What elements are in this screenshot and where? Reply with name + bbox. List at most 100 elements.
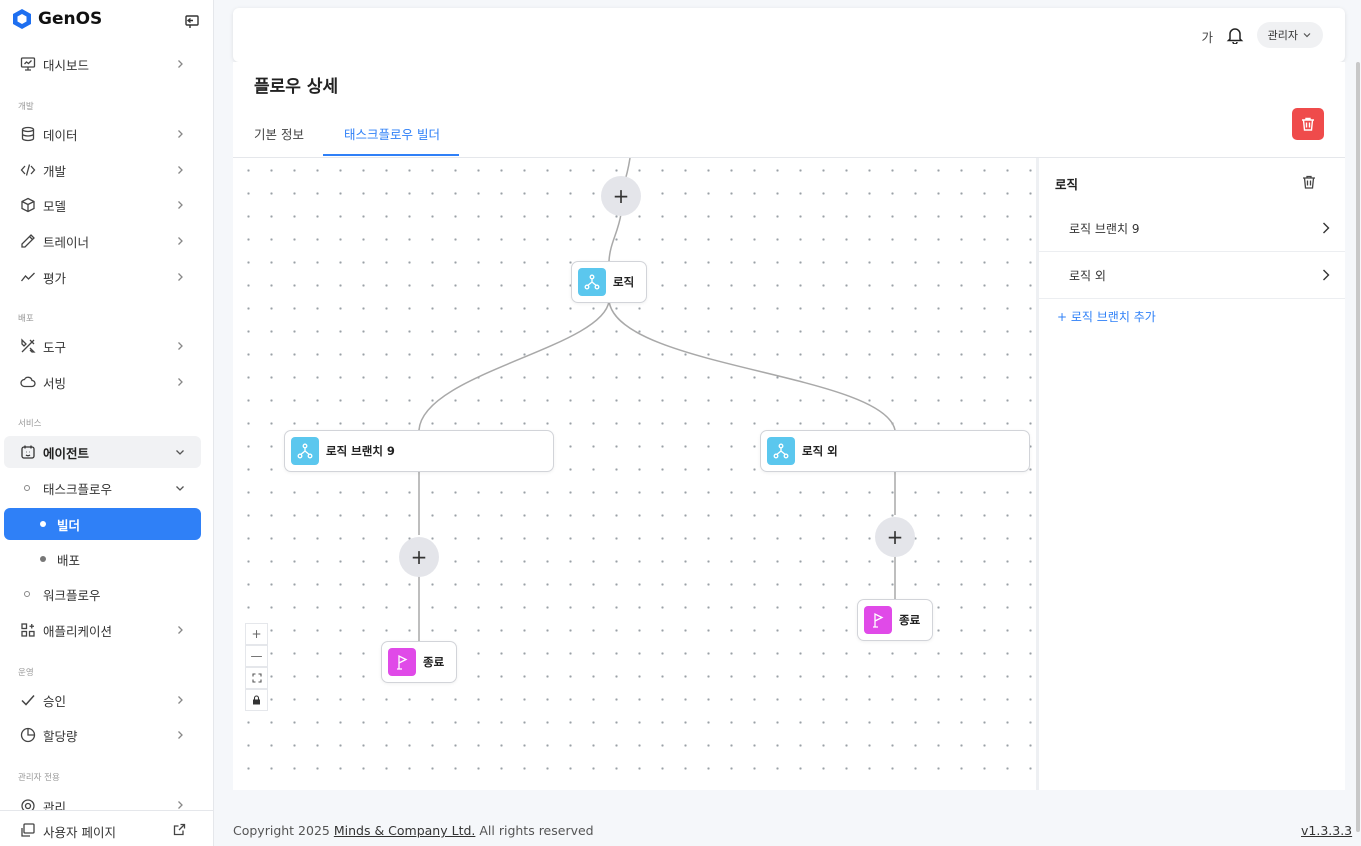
flow-node-branch-else[interactable]: 로직 외 bbox=[760, 430, 1030, 472]
genos-logo-icon bbox=[13, 9, 31, 29]
sidebar-item-develop[interactable]: 개발 bbox=[4, 154, 201, 186]
trash-icon bbox=[1302, 117, 1314, 131]
sidebar-item-model[interactable]: 모델 bbox=[4, 189, 201, 221]
pencil-icon bbox=[21, 234, 35, 248]
page-scrollbar[interactable] bbox=[1356, 62, 1360, 832]
apps-add-icon bbox=[21, 623, 35, 637]
branch-icon bbox=[291, 437, 319, 465]
sidebar-item-label: 대시보드 bbox=[43, 57, 90, 73]
edge-add-to-logic bbox=[608, 213, 622, 262]
user-page-link[interactable]: 사용자 페이지 bbox=[0, 810, 213, 846]
trash-icon[interactable] bbox=[1301, 174, 1317, 190]
lock-button[interactable] bbox=[245, 689, 268, 711]
user-menu-button[interactable]: 관리자 bbox=[1256, 22, 1323, 48]
sidebar-item-serving[interactable]: 서빙 bbox=[4, 366, 201, 398]
sidebar-item-label: 할당량 bbox=[43, 728, 78, 744]
sidebar: GenOS 대시보드 개발 데이터 개발 모델 트레이너 평가 배포 도구 bbox=[0, 0, 214, 846]
fit-view-icon bbox=[251, 673, 262, 683]
chevron-right-icon bbox=[178, 130, 183, 138]
flag-icon bbox=[864, 606, 892, 634]
copyright-prefix: Copyright 2025 bbox=[233, 823, 334, 838]
sidebar-item-label: 워크플로우 bbox=[43, 587, 101, 603]
sidebar-item-dashboard[interactable]: 대시보드 bbox=[4, 48, 201, 80]
chevron-down-icon bbox=[176, 450, 184, 455]
database-icon bbox=[21, 126, 35, 142]
sidebar-item-data[interactable]: 데이터 bbox=[4, 118, 201, 150]
external-link-icon bbox=[173, 823, 186, 836]
user-page-label: 사용자 페이지 bbox=[43, 825, 116, 840]
flow-canvas[interactable]: + + + 로직 로직 브랜치 9 로직 외 종료 bbox=[233, 158, 1036, 790]
monitor-icon bbox=[20, 57, 36, 71]
chevron-right-icon bbox=[178, 166, 183, 174]
chevron-right-icon bbox=[178, 378, 183, 386]
sidebar-item-agent[interactable]: 에이전트 bbox=[4, 436, 201, 468]
sidebar-item-application[interactable]: 애플리케이션 bbox=[4, 614, 201, 646]
tab-basic-info[interactable]: 기본 정보 bbox=[254, 127, 304, 142]
chevron-right-icon bbox=[178, 237, 183, 245]
sidebar-item-trainer[interactable]: 트레이너 bbox=[4, 225, 201, 257]
active-tab-indicator bbox=[323, 154, 459, 156]
branch-list-item[interactable]: 로직 브랜치 9 bbox=[1039, 205, 1345, 252]
bell-icon[interactable] bbox=[1226, 26, 1244, 44]
add-node-button[interactable]: + bbox=[399, 537, 439, 577]
cube-icon bbox=[21, 197, 35, 213]
fit-view-button[interactable] bbox=[245, 667, 268, 689]
node-label: 로직 브랜치 9 bbox=[326, 444, 395, 458]
flow-node-branch-9[interactable]: 로직 브랜치 9 bbox=[284, 430, 554, 472]
sidebar-item-deploy[interactable]: 배포 bbox=[4, 543, 201, 575]
chevron-right-icon bbox=[178, 342, 183, 350]
add-node-button[interactable]: + bbox=[875, 517, 915, 557]
tools-icon bbox=[21, 338, 36, 353]
sidebar-item-quota[interactable]: 할당량 bbox=[4, 719, 201, 751]
sidebar-item-label: 배포 bbox=[57, 552, 81, 568]
branch-list-item[interactable]: 로직 외 bbox=[1039, 252, 1345, 299]
node-label: 로직 bbox=[613, 275, 635, 289]
zoom-in-button[interactable]: + bbox=[245, 623, 268, 645]
sidebar-item-label: 개발 bbox=[43, 163, 67, 179]
node-detail-panel: 로직 로직 브랜치 9 로직 외 + 로직 브랜치 추가 bbox=[1036, 158, 1345, 790]
sidebar-item-manage[interactable]: 관리 bbox=[4, 790, 201, 810]
tab-taskflow-builder[interactable]: 태스크플로우 빌더 bbox=[344, 127, 440, 142]
add-branch-button[interactable]: + 로직 브랜치 추가 bbox=[1057, 310, 1156, 324]
sidebar-collapse-icon[interactable] bbox=[184, 14, 200, 30]
section-label-dev: 개발 bbox=[18, 102, 34, 112]
chevron-right-icon bbox=[178, 696, 183, 704]
logo[interactable]: GenOS bbox=[12, 8, 102, 30]
panel-title: 로직 bbox=[1055, 177, 1079, 192]
check-icon bbox=[21, 695, 35, 706]
delete-flow-button[interactable] bbox=[1292, 108, 1324, 140]
sidebar-item-label: 승인 bbox=[43, 693, 67, 709]
sidebar-item-label: 트레이너 bbox=[43, 234, 90, 250]
sidebar-item-label: 모델 bbox=[43, 198, 67, 214]
sidebar-item-evaluation[interactable]: 평가 bbox=[4, 261, 201, 293]
flow-node-logic[interactable]: 로직 bbox=[571, 261, 647, 303]
sidebar-item-tools[interactable]: 도구 bbox=[4, 330, 201, 362]
circle-icon bbox=[24, 591, 30, 597]
sidebar-item-label: 애플리케이션 bbox=[43, 623, 113, 639]
font-size-toggle[interactable]: 가 bbox=[1201, 30, 1213, 45]
node-label: 종료 bbox=[899, 613, 921, 627]
zoom-out-button[interactable]: — bbox=[245, 645, 268, 667]
branch-item-label: 로직 브랜치 9 bbox=[1069, 222, 1140, 236]
sidebar-item-label: 데이터 bbox=[43, 127, 78, 143]
add-node-button[interactable]: + bbox=[601, 176, 641, 216]
circle-icon bbox=[24, 485, 30, 491]
chevron-down-icon bbox=[176, 486, 184, 491]
version-link[interactable]: v1.3.3.3 bbox=[1301, 823, 1353, 838]
main-panel: 플로우 상세 기본 정보 태스크플로우 빌더 + + + 로직 bbox=[233, 62, 1345, 790]
flag-icon bbox=[388, 648, 416, 676]
logo-text: GenOS bbox=[38, 9, 103, 29]
sidebar-item-builder[interactable]: 빌더 bbox=[4, 508, 201, 540]
sidebar-item-taskflow[interactable]: 태스크플로우 bbox=[4, 472, 201, 504]
sidebar-item-approval[interactable]: 승인 bbox=[4, 684, 201, 716]
node-label: 종료 bbox=[423, 655, 445, 669]
flow-node-end-right[interactable]: 종료 bbox=[857, 599, 933, 641]
chevron-right-icon bbox=[1323, 269, 1330, 281]
company-link[interactable]: Minds & Company Ltd. bbox=[333, 823, 476, 838]
sidebar-item-label: 평가 bbox=[43, 270, 67, 286]
flow-node-end-left[interactable]: 종료 bbox=[381, 641, 457, 683]
sidebar-item-label: 서빙 bbox=[43, 375, 67, 391]
sidebar-item-workflow[interactable]: 워크플로우 bbox=[4, 578, 201, 610]
top-bar: 가 관리자 bbox=[233, 8, 1345, 62]
copyright: Copyright 2025 Minds & Company Ltd. All … bbox=[233, 823, 594, 838]
